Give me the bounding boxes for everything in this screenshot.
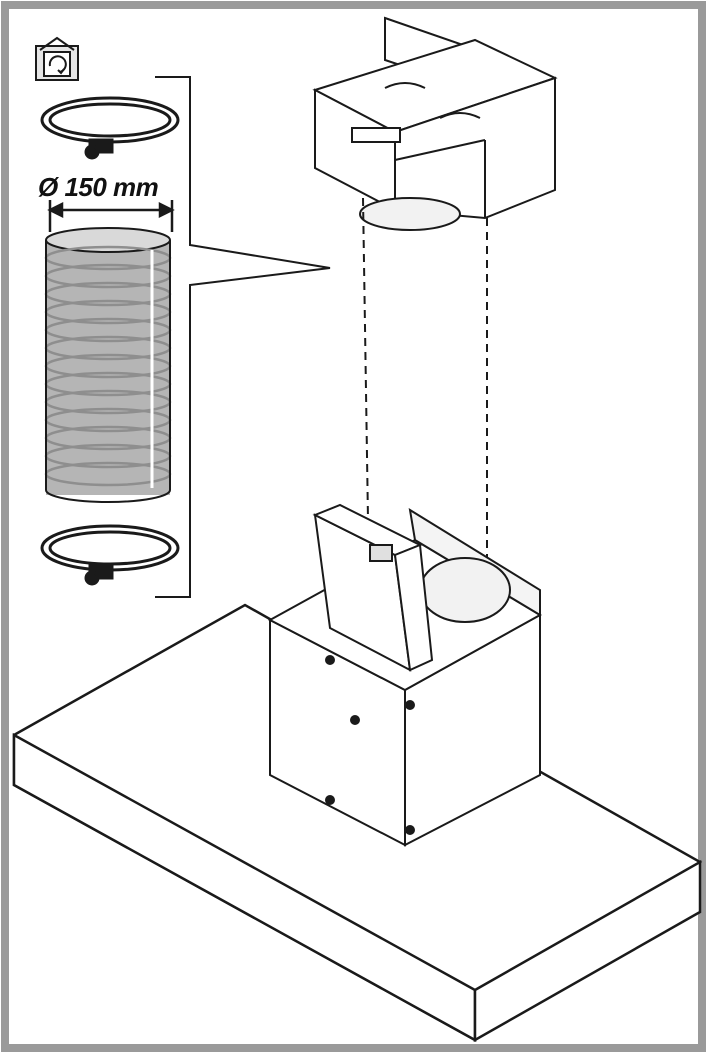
motor-unit — [312, 503, 434, 672]
hose-clamp-top — [40, 96, 180, 160]
motor-housing — [267, 507, 542, 847]
ducted-exhaust-icon — [35, 36, 79, 81]
alignment-guides — [362, 197, 488, 560]
hood-canopy — [12, 603, 703, 1043]
duct-diameter-label: Ø 150 mm — [38, 172, 159, 202]
diameter-dimension — [47, 200, 175, 232]
hose-clamp-bottom — [40, 524, 180, 586]
accessory-bracket — [155, 76, 331, 598]
flexible-duct — [44, 227, 172, 503]
ceiling-adapter-box — [312, 16, 558, 231]
